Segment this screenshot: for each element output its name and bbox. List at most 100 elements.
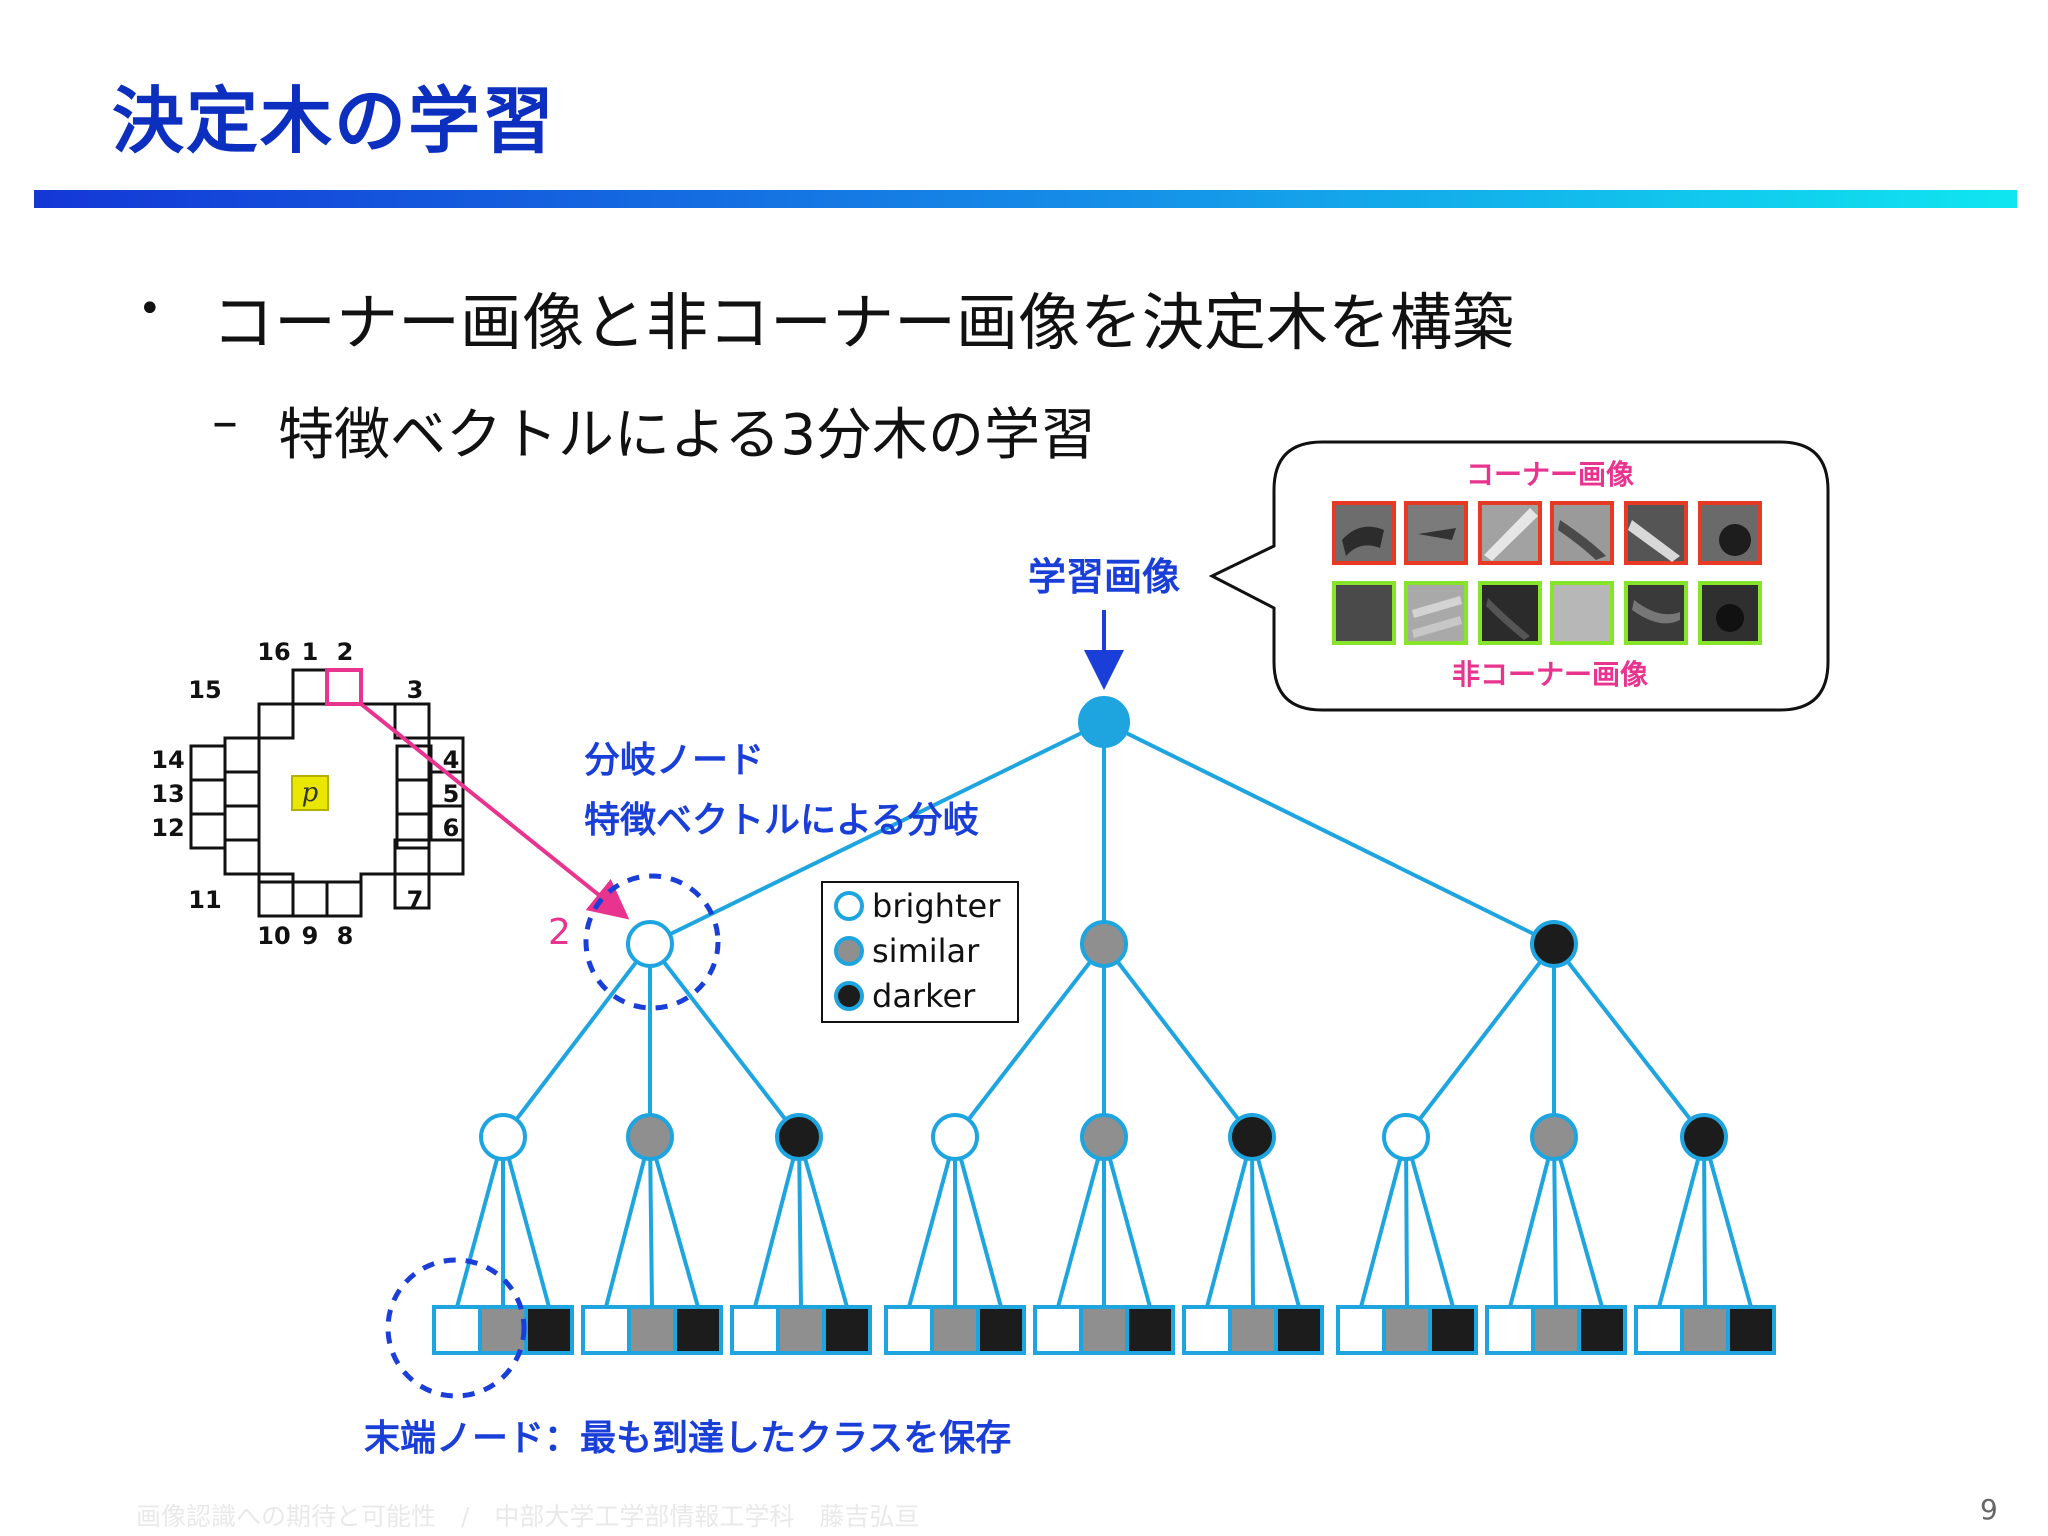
legend-similar-swatch [834, 936, 864, 966]
ring-label-2: 2 [337, 638, 354, 666]
leaf-cell-brighter [1634, 1305, 1684, 1355]
main-bullet: コーナー画像と非コーナー画像を決定木を構築 [212, 286, 1515, 359]
tree-edge [648, 942, 801, 1139]
leaf-cell-similar [1228, 1305, 1278, 1355]
leaf-edge [1102, 1136, 1152, 1308]
node-brighter [1382, 1113, 1430, 1161]
root-node [1078, 696, 1130, 748]
center-pixel-label: p [302, 778, 319, 808]
footer-text: 画像認識への期待と可能性 / 中部大学工学部情報工学科 藤吉弘亘 [136, 1502, 920, 1531]
ring-cell-9 [291, 880, 329, 918]
ring-label-16: 16 [257, 638, 290, 666]
patch-texture [1628, 520, 1680, 562]
non-corner-patches [1332, 581, 1762, 645]
branch-node-label: 分岐ノード [584, 740, 764, 781]
leaf-edge [907, 1136, 957, 1308]
dash-icon: – [212, 392, 238, 452]
leaf-desc-label: 末端ノード：最も到達したクラスを保存 [364, 1418, 1011, 1459]
node-brighter [931, 1113, 979, 1161]
ring-label-3: 3 [407, 676, 424, 704]
leaf-cell-darker [1726, 1305, 1776, 1355]
leaf-edge [1702, 1136, 1707, 1308]
non-corner-images-label: 非コーナー画像 [1452, 658, 1649, 691]
ring-label-10: 10 [257, 922, 290, 950]
leaf-edge [455, 1136, 505, 1308]
slide-title: 決定木の学習 [112, 79, 557, 163]
ring-label-9: 9 [302, 922, 319, 950]
ring-label-15: 15 [188, 676, 221, 704]
non-corner-patch [1478, 581, 1542, 645]
leaf-edge [1250, 1136, 1255, 1308]
legend-darker-swatch [834, 981, 864, 1011]
pixel-index-label: 2 [548, 912, 571, 953]
leaf-cell-similar [1079, 1305, 1129, 1355]
patch-texture [1558, 520, 1606, 560]
leaf-cell-similar [478, 1305, 528, 1355]
leaf-edge [1552, 1136, 1604, 1308]
ring-cell-16 [291, 668, 329, 706]
corner-images-label: コーナー画像 [1466, 458, 1635, 491]
node-darker [1680, 1113, 1728, 1161]
leaf-edge [1657, 1136, 1706, 1308]
leaf-edge [604, 1136, 652, 1308]
leaf-edges [455, 1136, 1753, 1308]
patch-texture [1342, 526, 1384, 556]
node-similar [626, 1113, 674, 1161]
node-brighter [626, 920, 674, 968]
leaf-edge [648, 1136, 700, 1308]
leaf-edge [501, 1136, 551, 1308]
patch-texture [1484, 508, 1538, 561]
leaf-cell-darker [976, 1305, 1026, 1355]
ring-cell-10 [257, 880, 295, 918]
leaf-edge [1056, 1136, 1106, 1308]
tree-edge [649, 720, 1105, 946]
leaf-cell-similar [930, 1305, 980, 1355]
ring-label-1: 1 [302, 638, 319, 666]
leaf-cell-darker [673, 1305, 723, 1355]
pixel-to-node-arrow [359, 702, 630, 920]
ring-label-6: 6 [443, 814, 460, 842]
tree-edge [501, 942, 652, 1139]
leaf-cell-brighter [884, 1305, 934, 1355]
node-darker [1530, 920, 1578, 968]
leaf-cell-brighter [1182, 1305, 1232, 1355]
leaf-cell-brighter [432, 1305, 482, 1355]
leaf-cell-similar [776, 1305, 826, 1355]
leaf-edge [953, 1136, 1003, 1308]
leaf-edge [1508, 1136, 1556, 1308]
node-similar [1080, 1113, 1128, 1161]
legend-similar-label: similar [872, 932, 980, 970]
leaf-cell-darker [1577, 1305, 1627, 1355]
leaf-cell-darker [1274, 1305, 1324, 1355]
ring-cell-13 [189, 778, 227, 816]
patch-texture [1486, 598, 1530, 640]
patch-texture [1719, 524, 1751, 556]
tree-edge [1103, 720, 1555, 946]
leaf-cell-darker [1125, 1305, 1175, 1355]
ring-label-8: 8 [337, 922, 354, 950]
leaf-edge [648, 1136, 654, 1308]
sub-bullet: 特徴ベクトルによる3分木の学習 [278, 403, 1096, 468]
bullet-dot-icon: • [138, 286, 162, 332]
legend-brighter-swatch [834, 891, 864, 921]
leaf-cell-brighter [1485, 1305, 1535, 1355]
leaf-edge [797, 1136, 849, 1308]
ring-label-5: 5 [443, 780, 460, 808]
node-similar [1080, 920, 1128, 968]
leaf-cell-brighter [730, 1305, 780, 1355]
node-darker [775, 1113, 823, 1161]
leaf-node-highlight [385, 1257, 527, 1399]
leaf-edge [1250, 1136, 1301, 1308]
patch-texture [1716, 604, 1744, 632]
leaf-nodes [432, 1305, 1776, 1355]
tree-edge [1102, 942, 1254, 1139]
tree-edge [1404, 942, 1556, 1139]
non-corner-patch [1332, 581, 1396, 645]
ring-cell-2-highlight [325, 668, 363, 706]
leaf-edge [1359, 1136, 1408, 1308]
leaf-cell-similar [1531, 1305, 1581, 1355]
ring-label-4: 4 [443, 746, 460, 774]
ring-cell-6 [395, 812, 433, 850]
